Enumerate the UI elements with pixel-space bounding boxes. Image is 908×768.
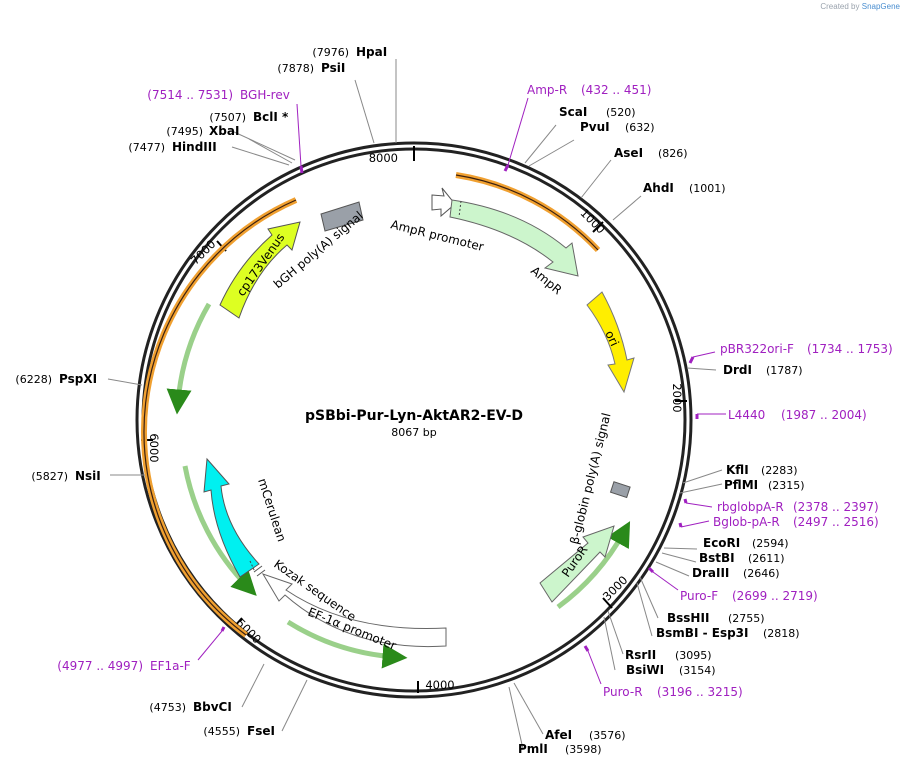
primer-range-puro-f: (2699 .. 2719) (732, 589, 818, 603)
enzyme-pos-xbai: (7495) (166, 125, 203, 138)
credit-brand: SnapGene (861, 2, 900, 11)
enzyme-pos-afei: (3576) (589, 729, 626, 742)
primer-bgh-rev: BGH-rev (240, 88, 290, 102)
enzyme-bcli: BclI * (253, 110, 289, 124)
tick-8000: 8000 (369, 151, 398, 165)
enzyme-ecori: EcoRI (703, 536, 740, 550)
feature-label-bgh-polya: bGH poly(A) signal (271, 209, 366, 292)
enzyme-xbai: XbaI (209, 124, 239, 138)
enzyme-scai: ScaI (559, 105, 587, 119)
enzyme-pos-scai: (520) (606, 106, 636, 119)
enzyme-hindiii: HindIII (172, 140, 217, 154)
enzyme-pos-draiii: (2646) (743, 567, 780, 580)
enzyme-pos-hindiii: (7477) (128, 141, 165, 154)
plasmid-size: 8067 bp (391, 426, 436, 439)
enzyme-pos-psii: (7878) (277, 62, 314, 75)
enzyme-pos-rsrii: (3095) (675, 649, 712, 662)
orf-arc-green-4 (556, 521, 631, 610)
feature-kozak: Kozak sequence (253, 557, 359, 624)
primer-range-l4440: (1987 .. 2004) (781, 408, 867, 422)
tick-6000: 6000 (147, 433, 161, 462)
enzyme-pos-ahdi: (1001) (689, 182, 726, 195)
enzyme-bsshii: BssHII (667, 611, 709, 625)
tick-7000: 7000 (188, 237, 219, 268)
orf-arc-left-core (143, 199, 297, 636)
primer-l4440: L4440 (728, 408, 765, 422)
enzyme-pos-hpai: (7976) (312, 46, 349, 59)
enzyme-pos-bbvci: (4753) (149, 701, 186, 714)
enzyme-nsii: NsiI (75, 469, 101, 483)
enzyme-pos-drdi: (1787) (766, 364, 803, 377)
snapgene-credit: Created by SnapGene (820, 2, 900, 11)
feature-label-beta-globin-polya: β-globin poly(A) signal (567, 411, 613, 545)
enzyme-pos-nsii: (5827) (31, 470, 68, 483)
credit-prefix: Created by (820, 2, 860, 11)
enzyme-pos-kfli: (2283) (761, 464, 798, 477)
plasmid-name: pSBbi-Pur-Lyn-AktAR2-EV-D (305, 408, 523, 424)
enzyme-kfli: KflI (726, 463, 749, 477)
primer-range-pbr322ori-f: (1734 .. 1753) (807, 342, 893, 356)
primer-range-rbglobpa-r: (2378 .. 2397) (793, 500, 879, 514)
enzyme-leader-lines (107, 59, 723, 750)
primer-puro-f: Puro-F (680, 589, 718, 603)
tick-4000: 4000 (425, 678, 454, 692)
orf-arc-top-core (455, 174, 599, 251)
enzyme-afei: AfeI (545, 728, 572, 742)
enzyme-ahdi: AhdI (643, 181, 674, 195)
orf-arc-green-2 (182, 465, 257, 596)
enzyme-pos-pflmi: (2315) (768, 479, 805, 492)
enzyme-psii: PsiI (321, 61, 345, 75)
enzyme-pos-pvui: (632) (625, 121, 655, 134)
primer-range-bglob-pa-r: (2497 .. 2516) (793, 515, 879, 529)
primer-puro-r: Puro-R (603, 685, 643, 699)
enzyme-pos-bcli: (7507) (209, 111, 246, 124)
primer-bglob-pa-r: Bglob-pA-R (713, 515, 780, 529)
enzyme-pos-pmli: (3598) (565, 743, 602, 756)
enzyme-pos-ecori: (2594) (752, 537, 789, 550)
backbone-outer (135, 141, 693, 699)
enzyme-pvui: PvuI (580, 120, 610, 134)
primer-range-amp-r: (432 .. 451) (581, 83, 651, 97)
enzyme-pmli: PmlI (518, 742, 548, 756)
enzyme-rsrii: RsrII (625, 648, 656, 662)
feature-label-ori: ori (602, 328, 621, 348)
orf-arc-green-3 (286, 619, 408, 669)
enzyme-pos-asei: (826) (658, 147, 688, 160)
tick-2000: 2000 (670, 383, 684, 412)
primer-marks (197, 97, 726, 685)
orf-arc-green-1 (166, 302, 212, 415)
primer-range-puro-r: (3196 .. 3215) (657, 685, 743, 699)
feature-ori: ori (586, 291, 635, 394)
enzyme-pflmi: PflMI (724, 478, 758, 492)
feature-label-ampr-promoter: AmpR promoter (389, 217, 485, 254)
enzyme-drdi: DrdI (723, 363, 752, 377)
enzyme-pos-bsshii: (2755) (728, 612, 765, 625)
primer-amp-r: Amp-R (527, 83, 567, 97)
enzyme-fsei: FseI (247, 724, 275, 738)
enzyme-bbvci: BbvCI (193, 700, 232, 714)
enzyme-pos-fsei: (4555) (203, 725, 240, 738)
feature-mcerulean: mCerulean (203, 457, 289, 578)
primer-range-ef1a-f: (4977 .. 4997) (57, 659, 143, 673)
primer-ticks (220, 164, 699, 652)
enzyme-draiii: DraIII (692, 566, 729, 580)
enzyme-asei: AseI (614, 146, 643, 160)
enzyme-hpai: HpaI (356, 45, 387, 59)
primer-range-bgh-rev: (7514 .. 7531) (147, 88, 233, 102)
enzyme-pos-bsiwi: (3154) (679, 664, 716, 677)
primer-pbr322ori-f: pBR322ori-F (720, 342, 794, 356)
enzyme-bsmbi-esp3i: BsmBI - Esp3I (656, 626, 748, 640)
primer-ef1a-f: EF1a-F (150, 659, 191, 673)
feature-label-mcerulean: mCerulean (255, 477, 289, 544)
feature-beta-globin-polya: β-globin poly(A) signal (567, 411, 631, 546)
enzyme-pos-bsmbi-esp3i: (2818) (763, 627, 800, 640)
enzyme-pspxi: PspXI (59, 372, 97, 386)
enzyme-pos-pspxi: (6228) (15, 373, 52, 386)
enzyme-pos-bstbi: (2611) (748, 552, 785, 565)
enzyme-bstbi: BstBI (699, 551, 735, 565)
enzyme-bsiwi: BsiWI (626, 663, 664, 677)
primer-rbglobpa-r: rbglobpA-R (717, 500, 784, 514)
